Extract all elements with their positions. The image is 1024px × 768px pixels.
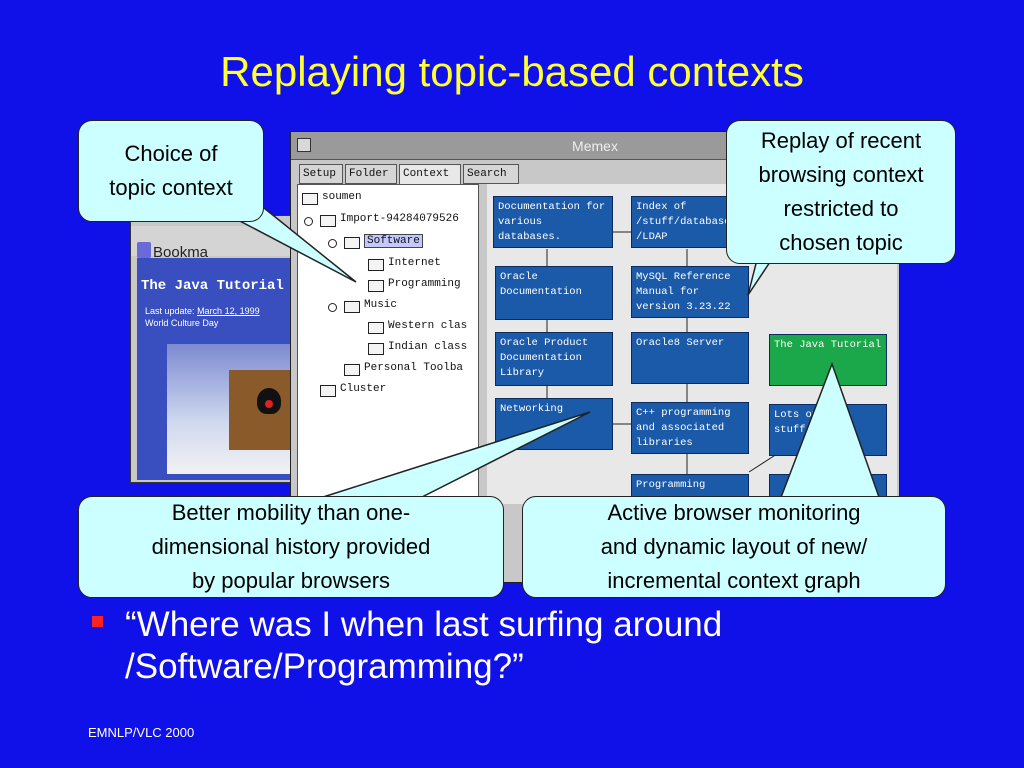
bookmarks-button[interactable]: Bookma <box>153 244 209 261</box>
tab-folder[interactable]: Folder <box>345 164 397 184</box>
callout-replay: Replay of recent browsing context restri… <box>726 120 956 264</box>
expand-pin-icon[interactable] <box>328 303 337 312</box>
pointer-mobility <box>319 411 591 499</box>
tree-item-soumen[interactable]: soumen <box>322 191 362 203</box>
graph-node[interactable]: Oracle Documentation <box>495 266 613 320</box>
folder-icon <box>368 280 384 292</box>
callout-monitoring: Active browser monitoring and dynamic la… <box>522 496 946 598</box>
folder-icon <box>368 343 384 355</box>
folder-icon <box>368 322 384 334</box>
last-update-link[interactable]: March 12, 1999 <box>197 306 260 316</box>
tree-item-indian[interactable]: Indian class <box>388 341 468 353</box>
last-update: Last update: March 12, 1999 <box>145 306 260 316</box>
callout-mobility: Better mobility than one- dimensional hi… <box>78 496 504 598</box>
graph-node[interactable]: C++ programming and associated libraries <box>631 402 749 454</box>
tree-item-personal-toolbar[interactable]: Personal Toolba <box>364 362 464 374</box>
callout-mobility-text: Better mobility than one- dimensional hi… <box>151 500 431 593</box>
folder-icon <box>344 364 360 376</box>
bullet-square-icon <box>92 616 103 627</box>
culture-day: World Culture Day <box>145 318 219 328</box>
page-heading: The Java Tutorial <box>141 278 284 294</box>
tree-item-cluster[interactable]: Cluster <box>340 383 387 395</box>
tab-setup[interactable]: Setup <box>299 164 343 184</box>
slide-title: Replaying topic-based contexts <box>220 48 804 95</box>
folder-icon <box>344 237 360 249</box>
folder-icon <box>368 259 384 271</box>
tab-context[interactable]: Context <box>399 164 461 184</box>
expand-pin-icon[interactable] <box>328 239 337 248</box>
graph-edge <box>748 453 778 473</box>
tree-item-import[interactable]: Import-94284079526 <box>340 213 459 225</box>
duke-image <box>167 344 295 474</box>
duke-sign <box>229 370 291 450</box>
memex-title: Memex <box>572 138 618 154</box>
tree-item-software[interactable]: Software <box>364 234 423 248</box>
graph-node[interactable]: Oracle Product Documentation Library <box>495 332 613 386</box>
callout-topic-choice: Choice of topic context <box>78 120 264 222</box>
duke-nose <box>265 400 273 408</box>
pointer-monitoring <box>778 361 882 501</box>
graph-node[interactable]: Oracle8 Server <box>631 332 749 384</box>
footer: EMNLP/VLC 2000 <box>88 725 195 740</box>
folder-icon <box>302 193 318 205</box>
tree-item-programming[interactable]: Programming <box>388 278 461 290</box>
folder-icon <box>320 385 336 397</box>
browser-window: Bookma The Java Tutorial Last update: Ma… <box>130 215 301 483</box>
last-update-label: Last update: <box>145 306 195 316</box>
graph-node[interactable]: Index of /stuff/database /LDAP <box>631 196 731 248</box>
expand-pin-icon[interactable] <box>304 217 313 226</box>
folder-icon <box>320 215 336 227</box>
graph-edges <box>546 231 778 474</box>
folder-icon <box>344 301 360 313</box>
callout-replay-text: Replay of recent browsing context restri… <box>758 128 924 255</box>
callout-monitoring-text: Active browser monitoring and dynamic la… <box>600 500 868 593</box>
browser-toolbar: Bookma <box>131 226 301 261</box>
bullet-text: “Where was I when last surfing around /S… <box>125 605 723 686</box>
bookmarks-icon[interactable] <box>137 242 151 258</box>
graph-node[interactable]: Documentation for various databases. <box>493 196 613 248</box>
graph-node[interactable]: MySQL Reference Manual for version 3.23.… <box>631 266 749 318</box>
tab-search[interactable]: Search <box>463 164 519 184</box>
tree-item-internet[interactable]: Internet <box>388 257 441 269</box>
close-box-icon[interactable] <box>297 138 311 152</box>
tree-item-western[interactable]: Western clas <box>388 320 468 332</box>
tree-item-music[interactable]: Music <box>364 299 398 311</box>
callout-topic-choice-text: Choice of topic context <box>109 141 233 200</box>
